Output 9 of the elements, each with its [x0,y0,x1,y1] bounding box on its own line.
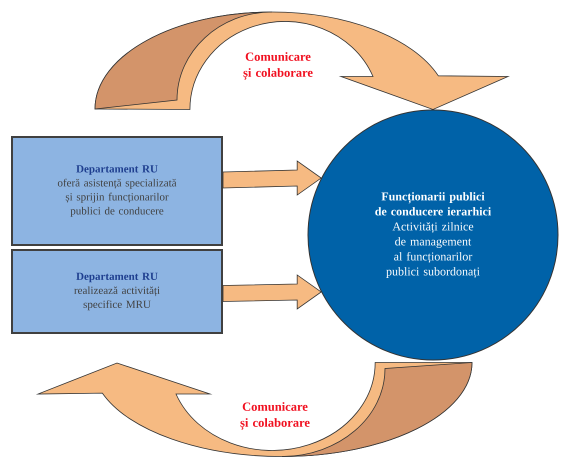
block-arrow [222,274,322,310]
process-box: Departament RU realizează activități specifice MRU [11,249,223,334]
curved-arrow [38,362,472,457]
edge-label: Comunicare și colaborare [243,52,313,80]
block-arrow [222,160,322,196]
process-box: Departament RU oferă asistență specializată și sprijin funcționarilor publici de conducere [11,136,223,246]
circle-node: Funcționarii publici de conducere ierarhici Activități zilnice de management al funcționarilor publici subordonați [308,110,558,360]
curved-arrow [94,12,508,110]
edge-label: Comunicare și colaborare [240,402,310,430]
